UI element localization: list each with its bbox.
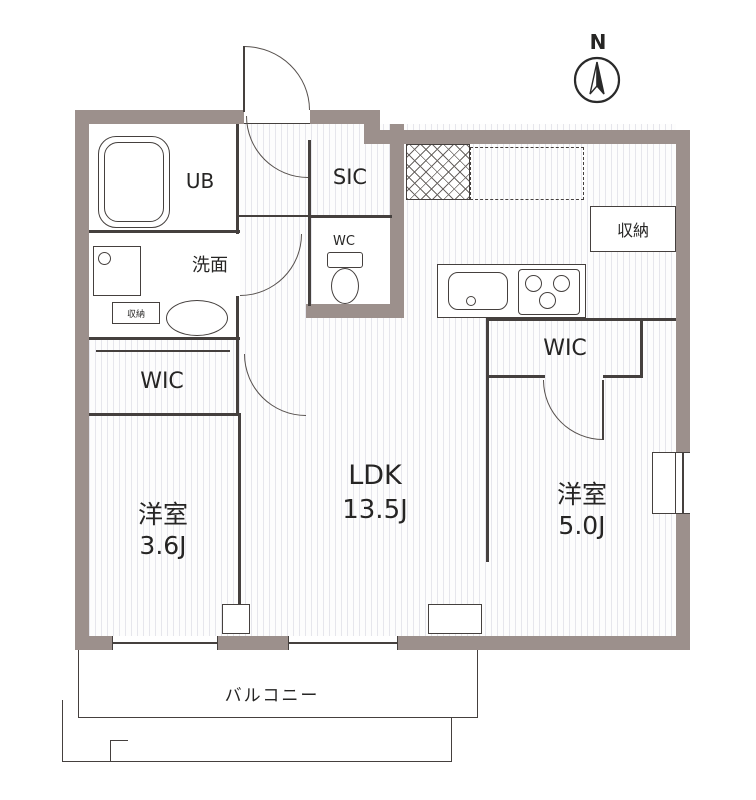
outer-wall-top-left [75,110,378,124]
balcony-window-ldk [288,636,398,650]
stove-burner-2 [553,275,570,292]
vanity-basin [166,300,228,336]
storage-right-label: 収納 [616,221,649,240]
pipe-space-hatched [406,144,470,200]
sic-label-text: SIC [332,165,368,189]
storage-small-left: 収納 [112,302,160,324]
wall-wicright-bottom-left [486,375,545,378]
wall-wicright-bottom-right [603,375,643,378]
outer-wall-top-right [364,130,690,144]
wall-sic-left [308,140,311,218]
wic-right-label-text: WIC [543,335,587,361]
senmen-label-text: 洗面 [192,255,228,276]
room-right-name-text: 洋室 [556,480,607,509]
wall-hall-left-lower [236,296,239,416]
balcony-window-room-left [112,636,218,650]
ub-label-text: UB [185,169,215,193]
wall-wic-roomleft [89,413,241,416]
room-label-ldk-size: 13.5J [322,494,428,526]
toilet-bowl [331,268,359,304]
balcony-label: バルコニー [202,680,342,706]
balcony-label-text: バルコニー [224,685,320,706]
balcony-step-notch [110,740,128,762]
wic-left-hanger-pipe [96,350,230,352]
wall-ldk-roomright [486,318,489,562]
refrigerator-space-dashed [470,147,584,200]
balcony-outline [78,650,478,718]
room-label-room-left-size: 3.6J [118,530,208,560]
wall-below-wc [306,304,404,318]
ldk-size-text: 13.5J [342,495,408,525]
stove [518,269,580,315]
room-label-room-right-size: 5.0J [534,510,630,540]
wall-sic-wc-right [390,124,404,318]
washing-machine-drain [98,252,111,265]
door-leaf-room-right [602,380,604,440]
compass-svg [573,56,621,104]
wall-kitchen-wicright [486,318,676,321]
door-arc-entrance [244,46,310,110]
sliding-door-panel-room-left [222,604,250,634]
room-label-room-right-name: 洋室 [534,478,630,509]
wall-wc-left [308,218,311,306]
stove-burner-3 [539,292,556,309]
room-left-name-text: 洋室 [137,500,188,529]
room-label-senmen: 洗面 [184,252,236,276]
ldk-name-text: LDK [348,459,402,491]
wc-label-text: WC [333,233,355,249]
bathtub-inner [104,142,164,222]
window-room-right [676,452,690,514]
storage-small-left-label: 収納 [126,309,145,320]
room-left-size-text: 3.6J [139,530,187,560]
room-label-wc: WC [330,232,358,250]
room-label-ldk-name: LDK [330,458,420,492]
wic-left-label-text: WIC [140,368,184,394]
outer-wall-left [75,110,89,650]
stove-burner-1 [525,275,542,292]
door-leaf-entrance [243,46,245,112]
storage-right: 収納 [590,206,676,252]
room-label-wic-left: WIC [127,368,197,394]
compass-n-text: N [589,30,607,54]
wall-roomleft-ldk [238,416,241,606]
wall-ub-senmen [89,230,240,233]
kitchen-sink [448,272,508,310]
wall-senmen-wic [89,337,240,340]
window-ledge-room-right [652,452,676,514]
compass-north-label: N [588,30,608,54]
entry-step-line [239,215,308,217]
room-label-wic-right: WIC [530,334,600,362]
room-label-room-left-name: 洋室 [118,498,208,529]
outer-wall-right [676,130,690,650]
wall-sic-bottom [308,215,392,218]
room-right-size-text: 5.0J [558,510,606,540]
sliding-door-panel-room-right [428,604,482,634]
balcony-step-outline-b [128,718,452,762]
toilet-tank [327,252,363,268]
room-label-ub: UB [178,168,222,194]
balcony-step-outline-a [62,700,128,762]
wall-wicright-right [640,321,643,378]
kitchen-faucet [466,296,476,306]
room-label-sic: SIC [322,164,378,190]
wall-hall-left-upper [236,124,239,234]
compass-icon [573,56,621,104]
